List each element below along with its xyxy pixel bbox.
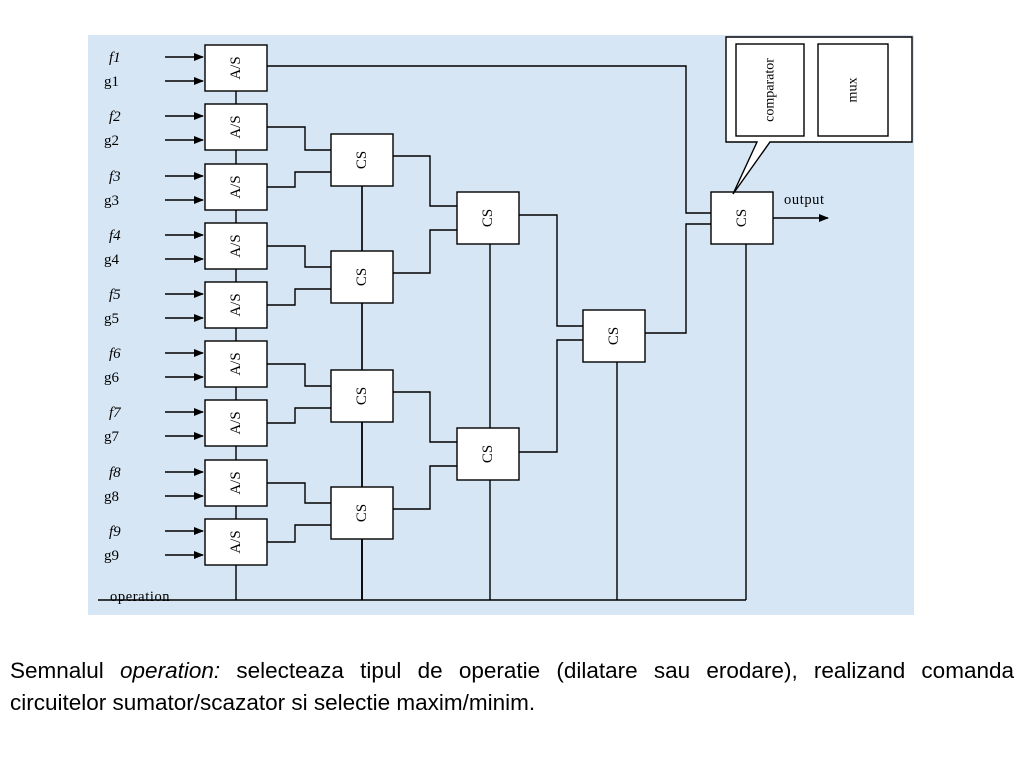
as-block-label-7: A/S bbox=[228, 411, 244, 434]
as-block-label-5: A/S bbox=[228, 293, 244, 316]
cs-block-l3-label: CS bbox=[606, 327, 622, 345]
as-block-label-1: A/S bbox=[228, 56, 244, 79]
comparator-label: comparator bbox=[763, 58, 778, 122]
as-block-label-8: A/S bbox=[228, 471, 244, 494]
as-block-label-2: A/S bbox=[228, 115, 244, 138]
cs-block-l2-2 bbox=[456, 427, 520, 481]
input-label-g8: g8 bbox=[104, 489, 119, 505]
as-block-1 bbox=[204, 44, 268, 92]
wire-cs1-to-cs2 bbox=[393, 155, 457, 207]
cs-block-l3 bbox=[582, 309, 646, 363]
wire-as1-to-cs4 bbox=[267, 65, 711, 214]
input-label-f6: f6 bbox=[109, 346, 121, 362]
as-block-label-3: A/S bbox=[228, 175, 244, 198]
cs-block-l1-3-label: CS bbox=[354, 387, 370, 405]
wire-cs1-to-cs2 bbox=[393, 391, 457, 443]
operation-label: operation bbox=[110, 589, 170, 605]
wire-cs2-to-cs3 bbox=[519, 214, 583, 327]
wire-as-to-cs bbox=[267, 407, 331, 424]
block-diagram-svg: f1g1A/Sf2g2A/Sf3g3A/Sf4g4A/Sf5g5A/Sf6g6A… bbox=[98, 36, 913, 605]
as-block-5 bbox=[204, 281, 268, 329]
as-block-label-4: A/S bbox=[228, 234, 244, 257]
input-label-g5: g5 bbox=[104, 311, 119, 327]
wire-cs1-to-cs2 bbox=[393, 465, 457, 510]
input-label-f4: f4 bbox=[109, 228, 121, 244]
as-block-6 bbox=[204, 340, 268, 388]
cs-block-l1-1 bbox=[330, 133, 394, 187]
input-label-f2: f2 bbox=[109, 109, 121, 125]
input-label-g7: g7 bbox=[104, 429, 120, 445]
wire-cs3-to-cs4 bbox=[645, 223, 711, 334]
as-block-4 bbox=[204, 222, 268, 270]
comparator-block bbox=[735, 43, 805, 137]
input-label-f7: f7 bbox=[109, 405, 122, 421]
input-label-f8: f8 bbox=[109, 465, 121, 481]
cs-block-l2-1-label: CS bbox=[480, 209, 496, 227]
input-label-f5: f5 bbox=[109, 287, 121, 303]
cs-block-l1-1-label: CS bbox=[354, 151, 370, 169]
cs-block-l1-2-label: CS bbox=[354, 268, 370, 286]
as-block-9 bbox=[204, 518, 268, 566]
input-label-g2: g2 bbox=[104, 133, 119, 149]
mux-block bbox=[817, 43, 889, 137]
cs-block-l2-2-label: CS bbox=[480, 445, 496, 463]
wire-as-to-cs bbox=[267, 363, 331, 387]
input-label-f1: f1 bbox=[109, 50, 121, 66]
wire-as-to-cs bbox=[267, 245, 331, 268]
output-label: output bbox=[784, 192, 825, 208]
cs-block-l1-4 bbox=[330, 486, 394, 540]
input-label-f9: f9 bbox=[109, 524, 121, 540]
input-label-g3: g3 bbox=[104, 193, 119, 209]
input-label-g1: g1 bbox=[104, 74, 119, 90]
wire-as-to-cs bbox=[267, 288, 331, 306]
cs-block-final bbox=[710, 191, 774, 245]
as-block-7 bbox=[204, 399, 268, 447]
cs-block-final-label: CS bbox=[734, 209, 750, 227]
cs-block-l1-4-label: CS bbox=[354, 504, 370, 522]
caption-prefix: Semnalul bbox=[10, 657, 121, 683]
input-label-g9: g9 bbox=[104, 548, 119, 564]
cs-block-l1-3 bbox=[330, 369, 394, 423]
as-block-3 bbox=[204, 163, 268, 211]
as-block-2 bbox=[204, 103, 268, 151]
input-label-g4: g4 bbox=[104, 252, 120, 268]
as-block-8 bbox=[204, 459, 268, 507]
cs-block-l2-1 bbox=[456, 191, 520, 245]
wire-as-to-cs bbox=[267, 126, 331, 151]
as-block-label-6: A/S bbox=[228, 352, 244, 375]
wire-cs1-to-cs2 bbox=[393, 229, 457, 274]
mux-label: mux bbox=[846, 78, 861, 103]
caption-text: Semnalul operation: selecteaza tipul de … bbox=[10, 655, 1014, 719]
cs-block-l1-2 bbox=[330, 250, 394, 304]
input-label-g6: g6 bbox=[104, 370, 120, 386]
caption-emphasis: operation: bbox=[120, 657, 221, 683]
wire-as-to-cs bbox=[267, 171, 331, 188]
wire-as-to-cs bbox=[267, 482, 331, 504]
wire-cs2-to-cs3 bbox=[519, 339, 583, 453]
caption-rest: selecteaza tipul de operatie (dilatare s… bbox=[10, 657, 1014, 715]
wire-as-to-cs bbox=[267, 524, 331, 543]
input-label-f3: f3 bbox=[109, 169, 121, 185]
as-block-label-9: A/S bbox=[228, 530, 244, 553]
